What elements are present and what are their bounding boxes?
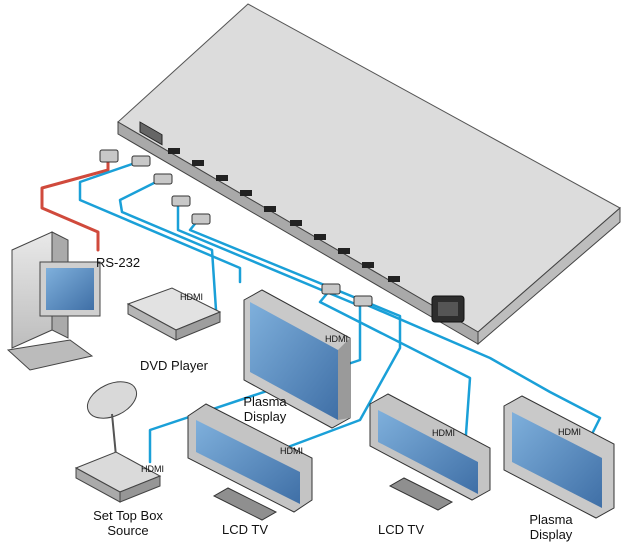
plasma-top-screen: [250, 302, 338, 420]
plasma-display-top: [243, 289, 351, 429]
tag-hdmi-stb: HDMI: [141, 464, 164, 474]
label-rs232: RS-232: [96, 255, 141, 270]
cable-lcd-right: [318, 288, 472, 450]
cable-lcd-left: [188, 218, 402, 452]
rs232-cable: [40, 156, 110, 252]
lcd-right-stand: [388, 477, 454, 511]
tag-hdmi-dvd: HDMI: [180, 292, 203, 302]
pc-computer: [6, 231, 101, 371]
connector: [153, 173, 173, 185]
lcd-left-stand: [212, 487, 278, 521]
lcd-tv-right: [369, 393, 491, 511]
lcd-left-screen: [196, 420, 300, 504]
power-socket-inner: [438, 302, 458, 316]
label-lcd-tv-left: LCD TV: [222, 522, 268, 537]
plasma-right-screen: [512, 412, 602, 508]
dvd-side: [175, 311, 221, 341]
cable-dvd: [118, 178, 218, 312]
tag-hdmi-lcd-right: HDMI: [432, 428, 455, 438]
connector: [191, 213, 211, 225]
dvd-player: [126, 287, 222, 341]
plasma-top-edge: [338, 338, 350, 420]
hdmi-port: [314, 234, 326, 240]
label-set-top-box: Set Top Box Source: [93, 508, 163, 538]
hdmi-port: [290, 220, 302, 226]
hdmi-port: [168, 148, 180, 154]
tag-hdmi-plasma-top: HDMI: [325, 334, 348, 344]
label-lcd-tv-right: LCD TV: [378, 522, 424, 537]
pc-keyboard: [6, 339, 94, 371]
hdmi-port: [192, 160, 204, 166]
cables: [40, 156, 602, 464]
hdmi-port: [216, 175, 228, 181]
dish-pole: [111, 413, 117, 457]
stb-side: [119, 475, 161, 503]
pc-screen: [46, 268, 94, 310]
plasma-display-right: [503, 395, 615, 519]
hdmi-port: [240, 190, 252, 196]
hdmi-ports: [168, 148, 400, 282]
cable-stb: [148, 200, 362, 464]
cable-plasma-top: [78, 160, 242, 284]
matrix-switcher: [117, 3, 621, 346]
label-plasma-display-top: Plasma Display: [243, 394, 287, 424]
tag-hdmi-lcd-left: HDMI: [280, 446, 303, 456]
label-dvd-player: DVD Player: [140, 358, 208, 373]
rs232-port: [139, 121, 163, 146]
cable-plasma-right: [358, 300, 602, 436]
satellite-dish: [86, 381, 138, 457]
hdmi-port: [338, 248, 350, 254]
hdmi-port: [362, 262, 374, 268]
connector: [321, 283, 341, 295]
lcd-right-screen: [378, 410, 478, 494]
switcher-side-panel: [477, 206, 621, 346]
hdmi-port: [388, 276, 400, 282]
connector: [171, 195, 191, 207]
hdmi-port: [264, 206, 276, 212]
connector: [131, 155, 151, 167]
dish-bowl: [86, 381, 138, 419]
connector: [99, 149, 119, 163]
label-plasma-display-right: Plasma Display: [529, 512, 573, 542]
tag-hdmi-plasma-right: HDMI: [558, 427, 581, 437]
set-top-box: [74, 451, 162, 503]
connector: [353, 295, 373, 307]
cable-connectors: [99, 149, 373, 307]
lcd-tv-left: [187, 403, 313, 521]
